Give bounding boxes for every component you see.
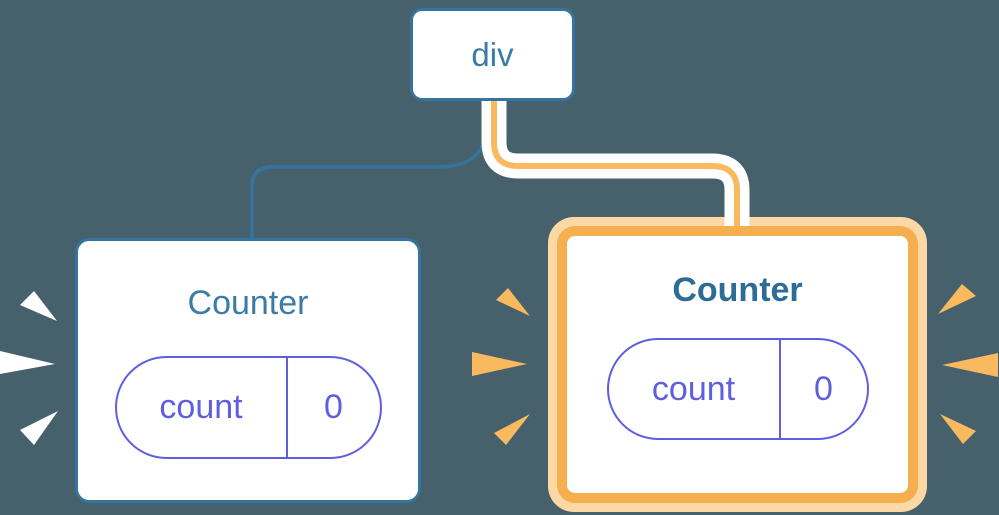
spark-icon <box>494 414 530 445</box>
component-title: Counter <box>672 271 803 309</box>
element-node-div-label: div <box>471 35 514 73</box>
spark-icon <box>942 353 998 377</box>
spark-icon <box>0 351 55 374</box>
spark-icon <box>20 291 57 321</box>
spark-burst-icon-left-card <box>0 291 58 445</box>
state-key: count <box>117 358 288 457</box>
state-key: count <box>609 340 781 438</box>
spark-icon <box>938 284 976 314</box>
spark-burst-icon-right-card-right <box>938 284 998 444</box>
element-node-div: div <box>410 8 575 101</box>
spark-burst-icon-right-card-left <box>472 288 530 445</box>
spark-icon <box>940 414 976 444</box>
spark-icon <box>20 411 58 445</box>
component-title: Counter <box>187 284 309 322</box>
connector-parent-to-right-child <box>491 100 740 229</box>
connector-right-casing <box>481 100 750 229</box>
spark-icon <box>496 288 530 316</box>
state-value: 0 <box>814 369 833 408</box>
connector-parent-to-left-child <box>250 99 492 242</box>
state-value: 0 <box>324 388 343 426</box>
component-card-counter-left: Counter count 0 <box>75 238 421 503</box>
state-pill: count 0 <box>114 356 382 459</box>
component-card-counter-right: Counter count 0 <box>557 226 918 503</box>
state-pill: count 0 <box>606 338 869 440</box>
spark-icon <box>472 352 527 376</box>
